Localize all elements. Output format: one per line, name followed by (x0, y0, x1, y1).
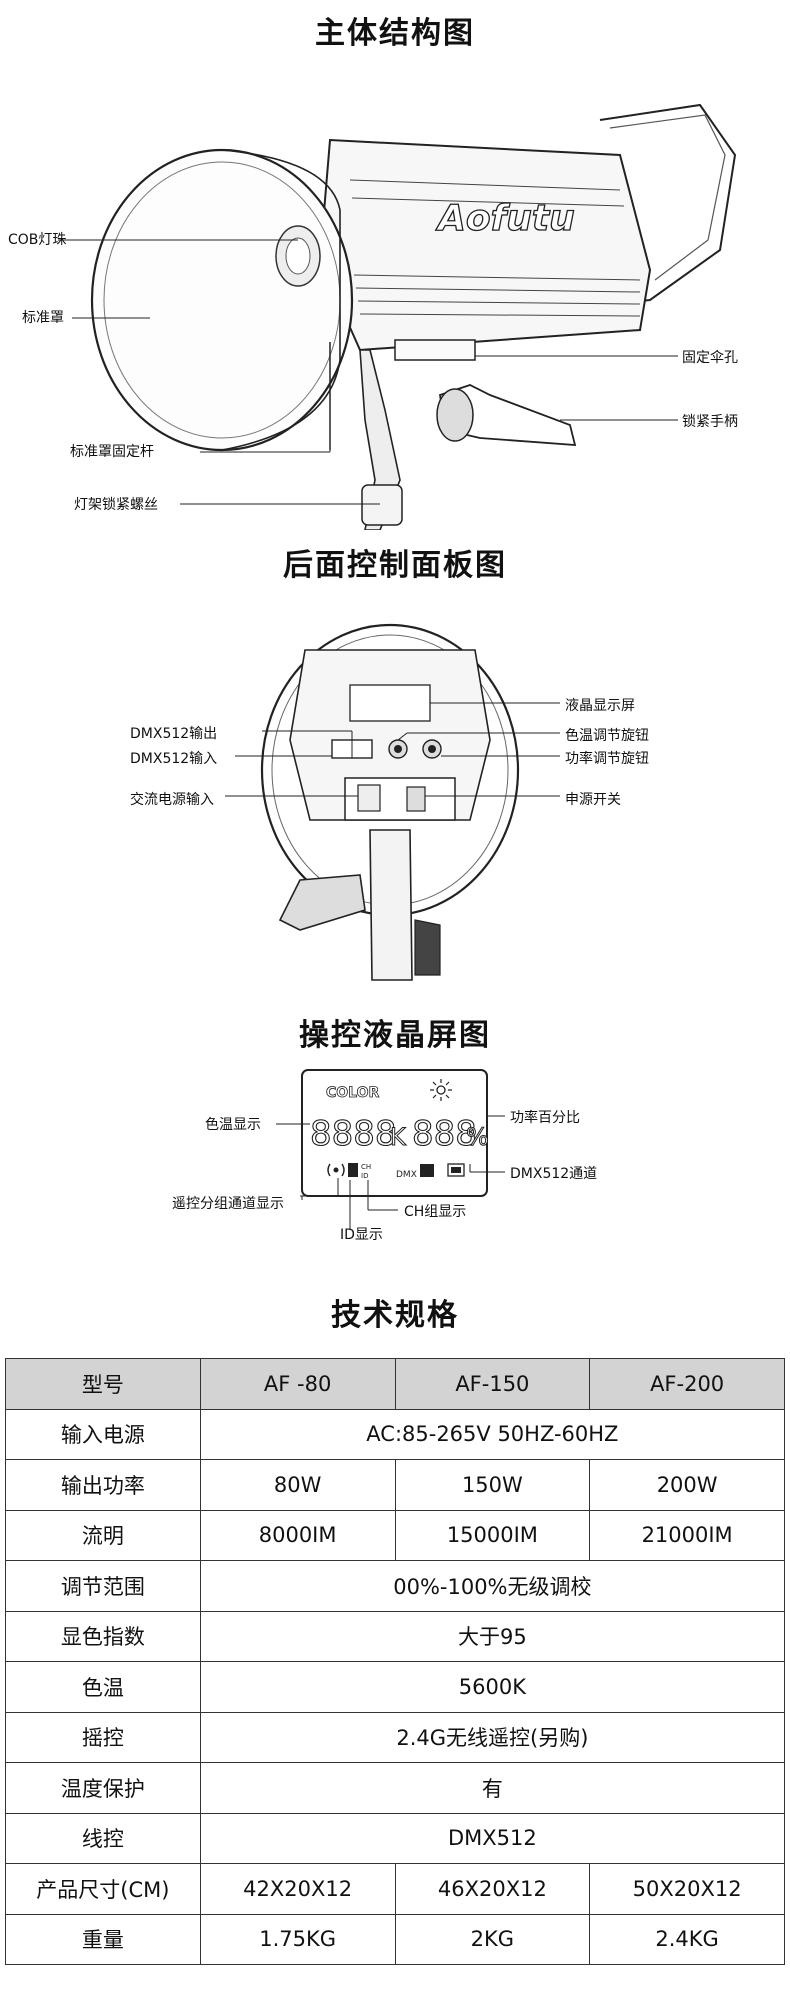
table-row: 输出功率 80W 150W 200W (5, 1459, 785, 1511)
row-value: 200W (589, 1459, 785, 1511)
row-label: 色温 (5, 1661, 201, 1713)
lcd-unit-pct: % (466, 1123, 489, 1151)
row-label: 线控 (5, 1812, 201, 1864)
callout-color-temp: 色温显示 (205, 1117, 261, 1133)
table-row: 产品尺寸(CM) 42X20X12 46X20X12 50X20X12 (5, 1863, 785, 1915)
battery-icon (447, 1163, 465, 1177)
sun-icon (430, 1079, 452, 1101)
callout-dmx-out: DMX512输出 (130, 726, 218, 742)
row-label: 产品尺寸(CM) (5, 1863, 201, 1915)
callout-power-switch: 申源开关 (565, 792, 621, 808)
row-value: 2.4KG (589, 1913, 785, 1965)
row-label: 调节范围 (5, 1560, 201, 1612)
row-value: DMX512 (199, 1812, 786, 1864)
row-value: 15000IM (394, 1509, 591, 1561)
row-value: 00%-100%无级调校 (199, 1560, 786, 1612)
callout-lcd-screen: 液晶显示屏 (565, 698, 635, 714)
main-structure-diagram: Aofutu (58, 103, 737, 530)
row-value: 8000IM (199, 1509, 396, 1561)
callout-lock-handle: 锁紧手柄 (682, 414, 738, 430)
row-label: 摇控 (5, 1711, 201, 1763)
spec-table: 型号 AF -80 AF-150 AF-200 输入电源 AC:85-265V … (5, 1358, 786, 1965)
callout-remote-group: 遥控分组通道显示 (172, 1196, 284, 1212)
wireless-icon (327, 1163, 345, 1177)
table-row: 显色指数 大于95 (5, 1610, 786, 1662)
brand-logo: Aofutu (435, 198, 575, 239)
header-af150: AF-150 (394, 1358, 591, 1410)
callout-ch-group: CH组显示 (404, 1204, 467, 1220)
table-row: 流明 8000IM 15000IM 21000IM (5, 1509, 785, 1561)
callout-id-display: ID显示 (340, 1227, 383, 1243)
callout-cob: COB灯珠 (8, 232, 67, 248)
lcd-id-label: ID (361, 1172, 368, 1180)
row-label: 输出功率 (5, 1459, 201, 1511)
table-row: 色温 5600K (5, 1661, 786, 1713)
header-af200: AF-200 (589, 1358, 785, 1410)
lcd-title: 操控液晶屏图 (299, 1018, 491, 1053)
callout-stand-screw: 灯架锁紧螺丝 (74, 497, 158, 513)
callout-power-knob: 功率调节旋钮 (565, 751, 649, 767)
rear-panel-diagram (225, 623, 560, 981)
row-value: 1.75KG (199, 1913, 396, 1965)
lcd-ch-label: CH (361, 1163, 371, 1171)
row-value: 46X20X12 (394, 1863, 591, 1915)
row-label: 重量 (5, 1913, 201, 1965)
row-value: 有 (199, 1762, 786, 1814)
row-value: 2KG (394, 1913, 591, 1965)
callout-dmx-in: DMX512输入 (130, 751, 218, 767)
spec-header-row: 型号 AF -80 AF-150 AF-200 (5, 1358, 785, 1410)
main-structure-title: 主体结构图 (315, 16, 475, 51)
rear-panel-title: 后面控制面板图 (283, 548, 507, 583)
table-row: 温度保护 有 (5, 1762, 786, 1814)
callout-umbrella-hole: 固定伞孔 (682, 350, 738, 366)
row-value: 大于95 (199, 1610, 786, 1662)
lcd-diagram: COLOR 8888 K 888 % CH ID DMX (276, 1069, 505, 1230)
lcd-dmx-label: DMX (396, 1170, 417, 1180)
row-value: 42X20X12 (199, 1863, 396, 1915)
lcd-unit-k: K (390, 1123, 407, 1151)
lcd-temp-digits: 8888 (310, 1114, 397, 1154)
row-label: 显色指数 (5, 1610, 201, 1662)
lcd-color-word: COLOR (326, 1085, 379, 1101)
callout-color-knob: 色温调节旋钮 (565, 728, 649, 744)
table-row: 摇控 2.4G无线遥控(另购) (5, 1711, 786, 1763)
table-row: 输入电源 AC:85-265V 50HZ-60HZ (5, 1408, 786, 1460)
row-value: 2.4G无线遥控(另购) (199, 1711, 786, 1763)
row-label: 温度保护 (5, 1762, 201, 1814)
row-value: 50X20X12 (589, 1863, 785, 1915)
row-value: AC:85-265V 50HZ-60HZ (199, 1408, 786, 1460)
row-value: 21000IM (589, 1509, 785, 1561)
table-row: 调节范围 00%-100%无级调校 (5, 1560, 786, 1612)
row-label: 输入电源 (5, 1408, 201, 1460)
callout-reflector: 标准罩 (22, 310, 64, 326)
table-row: 重量 1.75KG 2KG 2.4KG (5, 1913, 785, 1965)
specs-title: 技术规格 (331, 1298, 459, 1333)
row-value: 5600K (199, 1661, 786, 1713)
callout-power-percent: 功率百分比 (510, 1110, 580, 1126)
callout-dmx-channel: DMX512通道 (510, 1166, 598, 1182)
row-value: 150W (394, 1459, 591, 1511)
table-row: 线控 DMX512 (5, 1812, 786, 1864)
callout-reflector-rod: 标准罩固定杆 (70, 444, 154, 460)
callout-ac-input: 交流电源输入 (130, 792, 214, 808)
row-value: 80W (199, 1459, 396, 1511)
header-af80: AF -80 (199, 1358, 396, 1410)
header-model: 型号 (5, 1358, 201, 1410)
lcd-pct-digits: 888 (412, 1114, 477, 1154)
row-label: 流明 (5, 1509, 201, 1561)
